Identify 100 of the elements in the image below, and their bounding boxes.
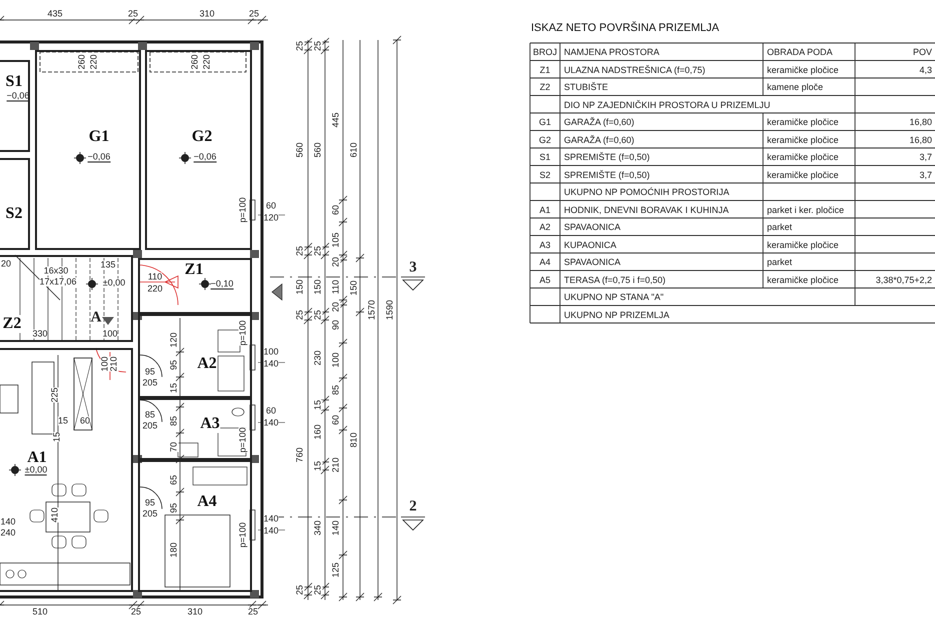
dimension-label: 510 (32, 608, 48, 616)
table-cell: G1 (539, 118, 551, 127)
dimension-label: 25 (314, 310, 322, 320)
table-cell: 16,80 (909, 136, 932, 144)
dimension-label: 95 (170, 360, 178, 370)
table-cell: SPAVAONICA (564, 258, 621, 267)
dimension-label: 125 (332, 562, 340, 578)
floor-level-label: −0,10 (210, 278, 234, 290)
dimension-label: 225 (50, 387, 60, 403)
dimension-label: 120 (263, 214, 279, 222)
dimension-label: 25 (296, 310, 304, 320)
table-cell: keramičke pločice (767, 240, 839, 250)
room-outline (138, 460, 252, 592)
dimension-label: 810 (350, 432, 358, 448)
table-cell: A4 (540, 258, 550, 267)
dimension-label: 220 (90, 54, 98, 70)
dimension-label: 100 (100, 356, 110, 372)
dimension-label: 140 (263, 526, 279, 536)
floor-level-label: −0,06 (194, 152, 216, 162)
dimension-label: 445 (332, 112, 340, 128)
dimension-label: 16x30 (44, 266, 68, 276)
dimension-label: 760 (296, 447, 304, 463)
dimension-label: 15 (58, 416, 68, 426)
dimension-label: 330 (32, 330, 48, 338)
dimension-label: 340 (314, 520, 322, 536)
table-cell: ULAZNA NADSTREŠNICA (f=0,75) (564, 66, 706, 74)
dimension-label: 25 (314, 41, 322, 51)
dimension-label: 120 (170, 332, 178, 348)
dimension-label: 25 (249, 10, 259, 18)
dimension-label: 25 (314, 585, 322, 595)
dimension-label: 95 (145, 368, 155, 376)
table-cell: HODNIK, DNEVNI BORAVAK I KUHINJA (564, 206, 729, 214)
room-outline (138, 314, 252, 398)
dimension-label: 560 (314, 142, 322, 158)
dimension-label: 140 (263, 514, 279, 524)
floor-level-label: −0,06 (88, 152, 110, 162)
dimension-label: 205 (142, 378, 158, 388)
dimension-label: 25 (131, 608, 141, 616)
room-outline (0, 60, 30, 152)
dimension-label: 25 (248, 608, 258, 616)
table-title: ISKAZ NETO POVRŠINA PRIZEMLJA (531, 22, 720, 34)
dimension-label: 85 (332, 385, 340, 395)
dimension-label: 240 (0, 528, 16, 538)
dimension-label: 25 (314, 246, 322, 256)
dimension-label: 90 (332, 320, 340, 330)
table-cell: STUBIŠTE (564, 83, 608, 92)
dimension-label: 100 (332, 352, 340, 368)
dimension-label: 160 (314, 424, 322, 440)
table-cell: keramičke pločice (767, 170, 839, 180)
table-cell: S1 (540, 153, 550, 162)
table-cell: UKUPNO NP POMOĆNIH PROSTORIJA (564, 188, 730, 197)
table-cell: G2 (539, 136, 551, 144)
dimension-label: 17x17,06 (39, 278, 77, 286)
table-cell: GARAŽA (f=0,60) (564, 118, 634, 127)
table-header-cell: OBRADA PODA (767, 48, 833, 57)
dimension-label: 310 (199, 10, 215, 18)
table-cell: parket (767, 258, 792, 267)
table-cell: 3,7 (919, 153, 932, 162)
dimension-label: 260 (190, 54, 200, 70)
dimension-label: 25 (296, 246, 304, 256)
dimension-label: 70 (170, 442, 178, 452)
dimension-label: 140 (263, 360, 279, 368)
table-cell: 3,38*0,75+2,2 (876, 276, 932, 284)
dimension-label: 140 (0, 518, 16, 526)
dimension-label: 260 (78, 54, 86, 70)
dimension-label: 25 (128, 10, 138, 18)
dimension-label: 610 (350, 142, 358, 158)
dimension-label: 20 (332, 257, 340, 267)
dimension-label: 110 (148, 272, 162, 282)
dimension-label: 310 (187, 608, 203, 616)
dimension-label: 180 (170, 542, 178, 558)
room-name: Z2 (2, 315, 22, 333)
dimension-label: 435 (47, 10, 63, 18)
table-cell: keramičke pločice (767, 276, 839, 284)
dimension-label: 220 (202, 54, 212, 70)
dimension-label: 150 (350, 280, 358, 296)
dimension-label: 15 (52, 432, 62, 442)
dimension-label: 65 (170, 475, 178, 485)
dimension-label: 410 (50, 507, 60, 523)
dimension-label: 15 (314, 461, 322, 471)
dimension-label: p=100 (238, 320, 248, 346)
table-cell: A5 (540, 276, 550, 284)
dimension-label: 60 (332, 415, 340, 425)
table-cell: 4,3 (919, 66, 932, 74)
dimension-label: 205 (142, 422, 158, 430)
dimension-label: 1570 (368, 300, 376, 320)
dimension-label: 1590 (386, 300, 394, 320)
table-cell: A1 (540, 206, 550, 214)
dimension-label: 220 (147, 284, 163, 294)
table-cell: TERASA (f=0,75 i f=0,50) (564, 276, 666, 284)
dimension-label: ±0,00 (102, 278, 126, 288)
table-cell: keramičke pločice (767, 66, 839, 74)
table-cell: Z1 (540, 66, 550, 74)
dimension-label: 105 (332, 232, 340, 248)
dimension-label: 100 (263, 348, 279, 356)
table-cell: A2 (540, 223, 550, 232)
dimension-label: 560 (296, 142, 304, 158)
dimension-label: 20 (1, 260, 11, 268)
room-name: A3 (200, 415, 220, 433)
table-cell: GARAŽA (f=0,60) (564, 136, 634, 144)
